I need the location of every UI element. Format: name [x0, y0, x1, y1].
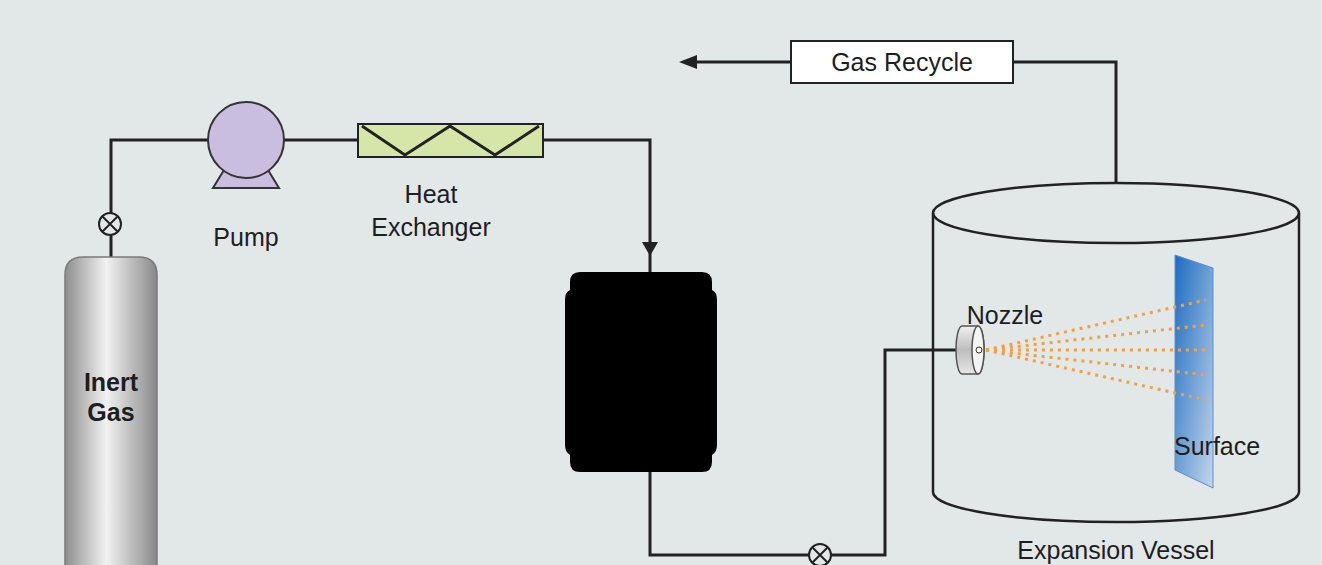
- expansion-vessel: Expansion Vessel NozzleSurface: [932, 183, 1300, 563]
- box-label: Gas Recycle: [831, 42, 973, 82]
- heat-exchanger-symbol: [358, 124, 543, 157]
- valve-symbol: [809, 544, 831, 565]
- pipe-connector: [284, 139, 358, 142]
- pipe-connector: [1014, 62, 1116, 183]
- part-label: Heat Exchanger: [356, 178, 506, 244]
- vessel-body: [933, 213, 1299, 522]
- pressure-vessel: [565, 272, 717, 472]
- recycle-box: Gas Recycle: [790, 40, 1014, 84]
- recycle-arrow: [679, 55, 697, 69]
- gas-cylinder: Inert Gas: [65, 257, 157, 565]
- part-label: Inert Gas: [65, 367, 157, 427]
- target-surface: Surface: [1172, 253, 1272, 488]
- pump: Pump: [208, 102, 284, 252]
- recycle-pipe: [692, 61, 790, 64]
- valve-symbol: [99, 213, 121, 235]
- nozzle-symbol: [956, 326, 984, 374]
- part-label: Nozzle: [952, 300, 1058, 330]
- part-label: Expansion Vessel: [932, 535, 1300, 565]
- pipe-connector: [111, 140, 208, 257]
- gas-cylinder-body: [65, 257, 157, 565]
- nozzle-face: [972, 326, 984, 374]
- feed-pipe: [543, 140, 650, 272]
- pump-symbol: [208, 102, 284, 178]
- part-label: Pump: [188, 222, 304, 252]
- nozzle: Nozzle: [952, 300, 1058, 375]
- heat-exchanger-coil: [362, 126, 539, 155]
- heat-exchanger: Heat Exchanger: [358, 124, 543, 245]
- nozzle-pipe: [650, 350, 960, 555]
- nozzle-orifice: [976, 347, 982, 353]
- part-label: Surface: [1174, 431, 1272, 461]
- vessel-top: [933, 183, 1299, 243]
- flow-arrow: [642, 242, 658, 256]
